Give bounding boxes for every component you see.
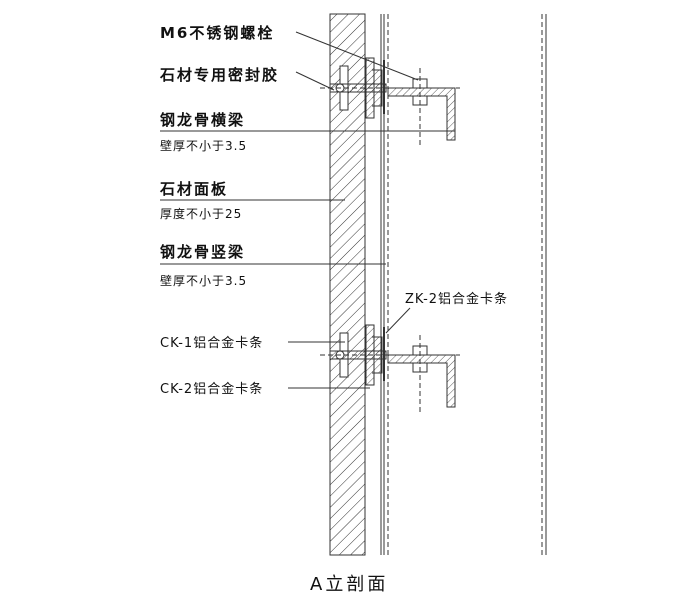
label-vertical-beam: 钢龙骨竖梁 (160, 243, 245, 261)
label-sealant: 石材专用密封胶 (159, 66, 279, 84)
label-bolt: M6不锈钢螺栓 (160, 24, 274, 42)
drawing-title: A立剖面 (310, 574, 388, 595)
label-zk2: ZK-2铝合金卡条 (405, 291, 508, 307)
label-cross-beam: 钢龙骨横梁 (160, 111, 245, 129)
label-stone-panel-note: 厚度不小于25 (160, 206, 242, 221)
label-ck2: CK-2铝合金卡条 (160, 381, 263, 397)
label-cross-beam-note: 壁厚不小于3.5 (160, 138, 247, 153)
label-vertical-beam-note: 壁厚不小于3.5 (160, 273, 247, 288)
label-ck1: CK-1铝合金卡条 (160, 335, 263, 351)
label-stone-panel: 石材面板 (159, 180, 228, 198)
